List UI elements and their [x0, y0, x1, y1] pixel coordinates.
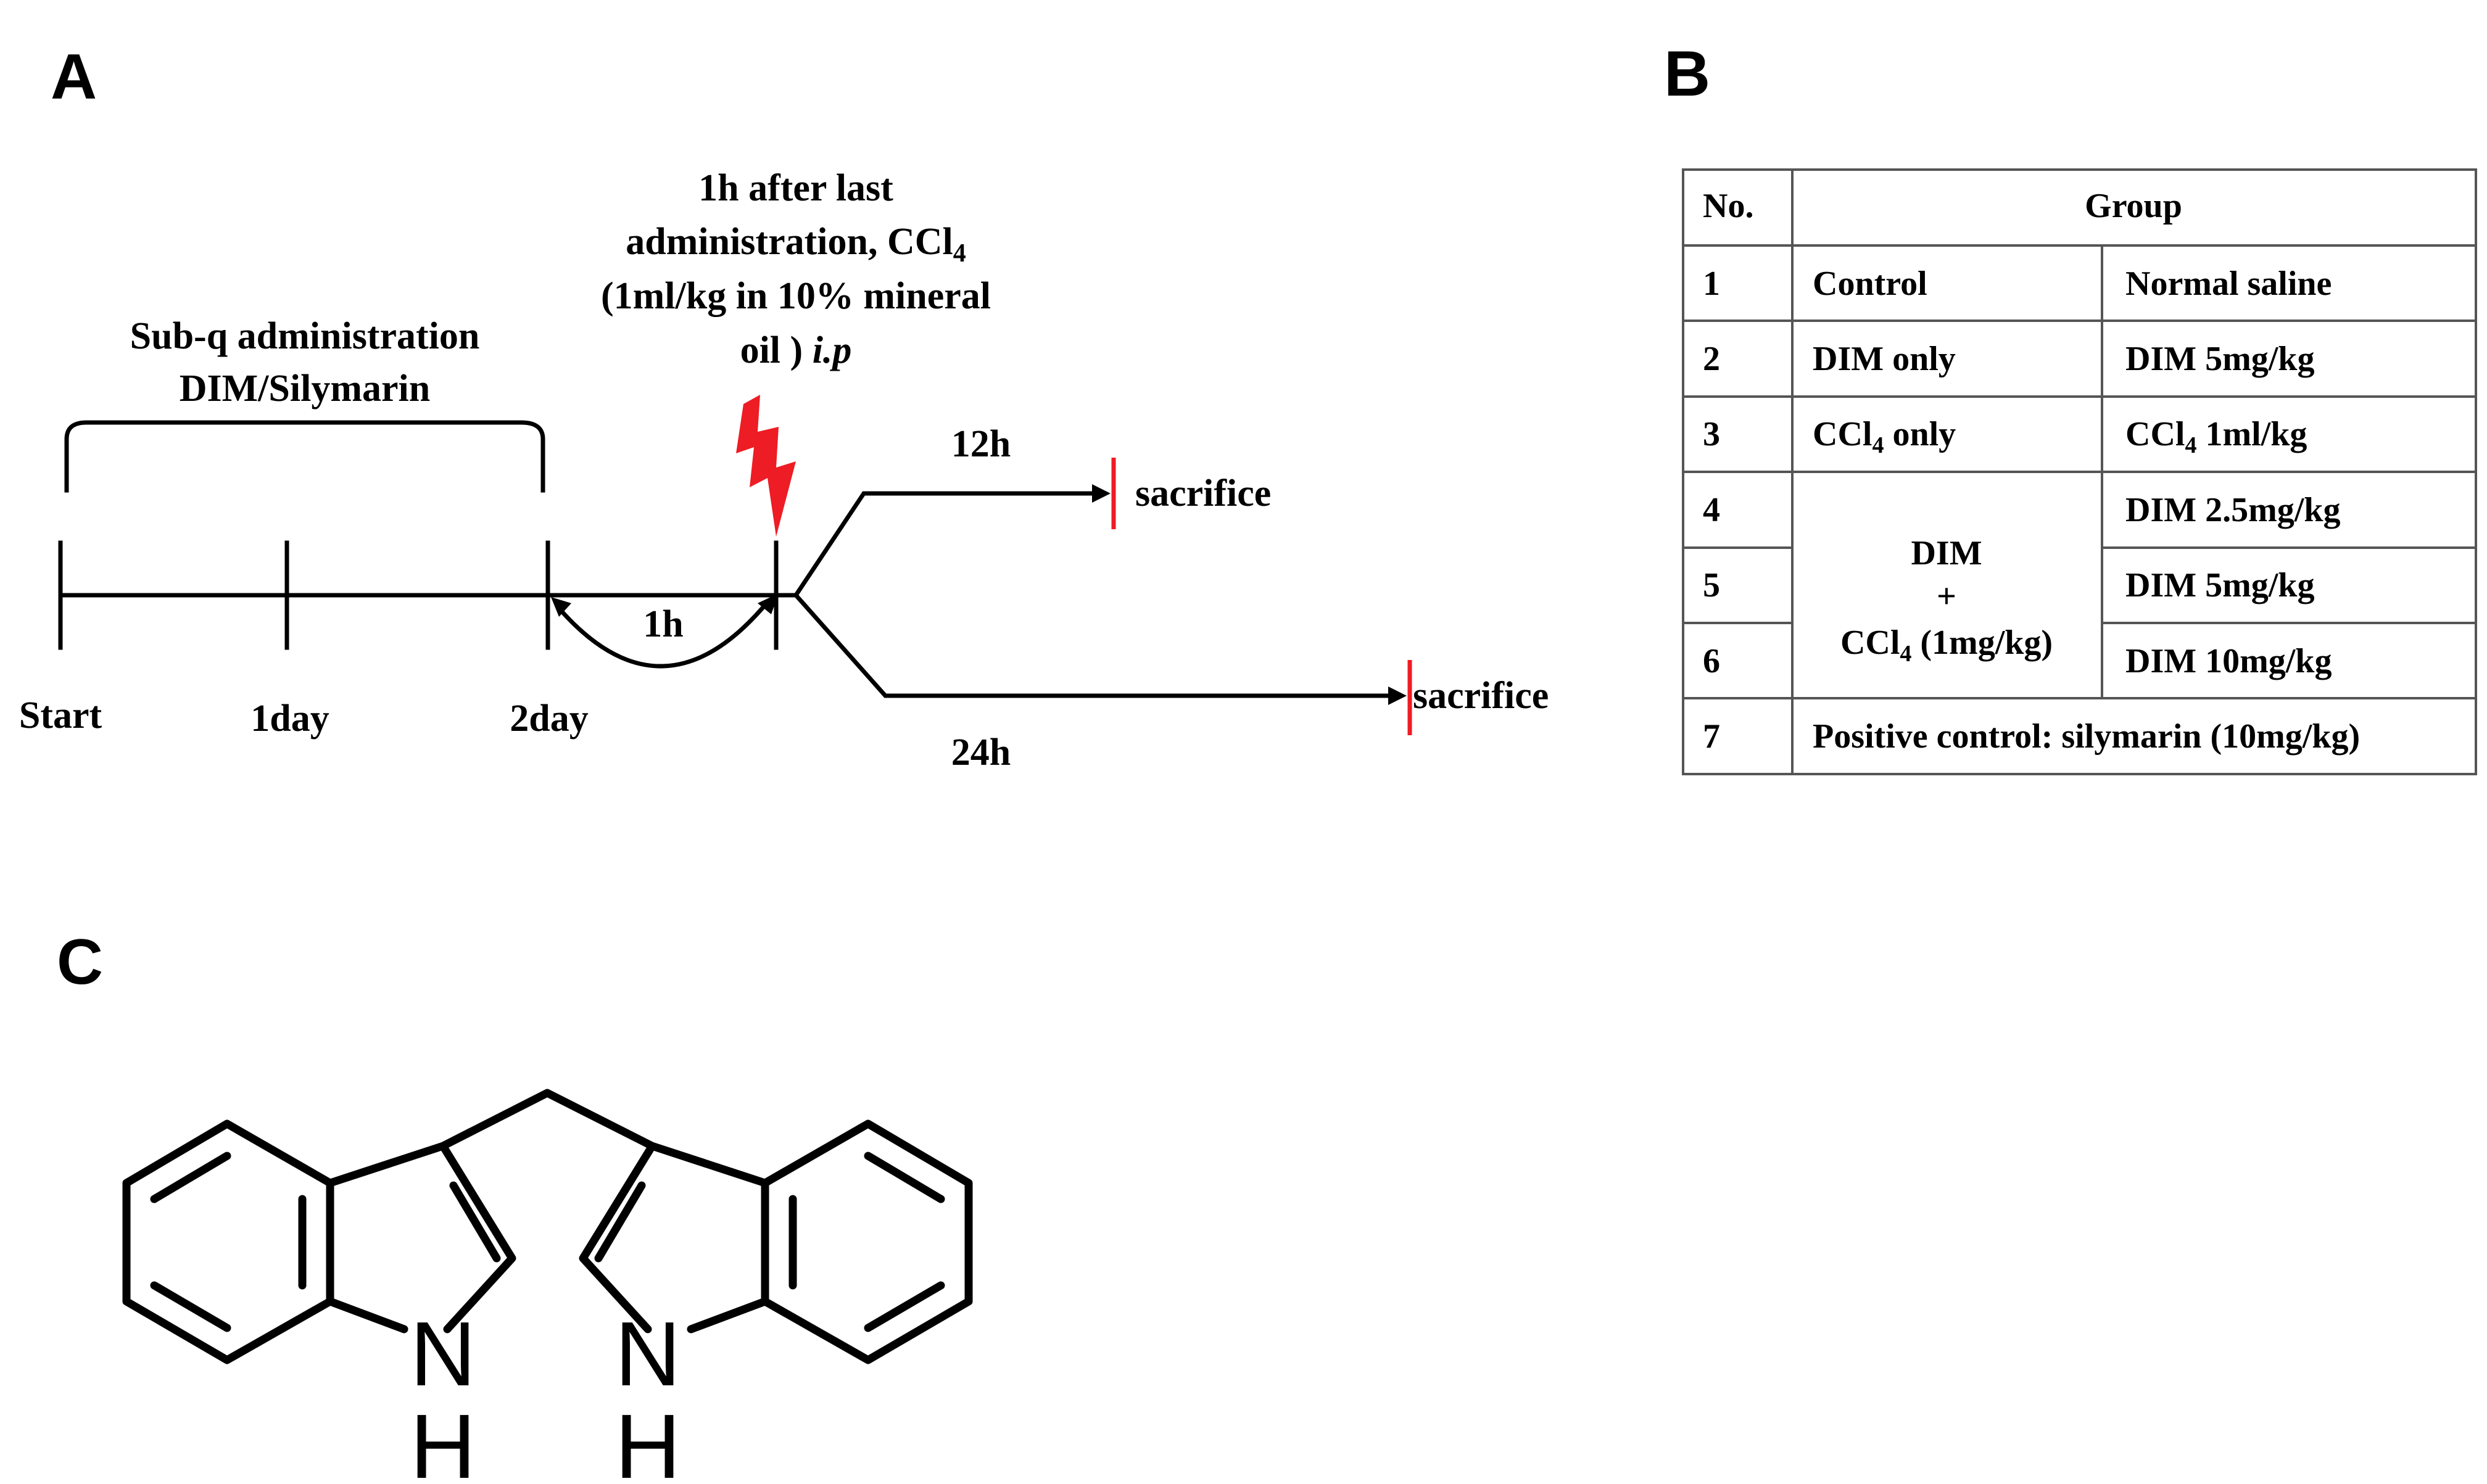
table-cell-group: Positive control: silymarin (10mg/kg) — [1813, 717, 2360, 756]
table-cell-treatment: Normal saline — [2125, 265, 2332, 303]
ccl4-label-line2: administration, CCl4 — [626, 221, 966, 268]
left-benzene-inner-bond — [150, 1281, 231, 1332]
table-merged-group-line1: DIM — [1911, 534, 1982, 572]
table-cell-no: 6 — [1703, 642, 1720, 680]
table-cell-treatment: DIM 5mg/kg — [2125, 566, 2314, 604]
atom-label-n-right: N — [615, 1303, 681, 1405]
table-cell-no: 2 — [1703, 340, 1720, 378]
branch-12h-label: 12h — [951, 423, 1011, 465]
interval-arc — [555, 598, 771, 669]
branch-24h-line — [793, 592, 1400, 698]
branch-24h-arrowhead — [1388, 686, 1407, 705]
atom-label-h-right: H — [615, 1396, 681, 1484]
left-pyrrole-bond — [326, 1297, 408, 1334]
ccl4-label-line1: 1h after last — [698, 167, 893, 209]
left-pyrrole-inner-bond — [449, 1181, 501, 1263]
right-benzene-inner-bond — [864, 1152, 945, 1203]
lightning-icon — [736, 395, 796, 537]
table-cell-no: 5 — [1703, 566, 1720, 604]
right-benzene-inner-bond — [864, 1281, 945, 1332]
sacrifice-label-12h: sacrifice — [1135, 472, 1271, 514]
methylene-bridge — [439, 1089, 656, 1150]
branch-12h-line — [793, 491, 1104, 598]
left-benzene-inner-bond — [150, 1152, 231, 1203]
atom-label-n-left: N — [410, 1303, 476, 1405]
table-cell-treatment: DIM 2.5mg/kg — [2125, 491, 2340, 529]
interval-arrowhead-left — [551, 597, 571, 617]
tick-label-1day: 1day — [250, 698, 329, 740]
table-header-group: Group — [2085, 187, 2182, 225]
table-cell-group: CCl4 only — [1813, 415, 1956, 458]
interval-label: 1h — [643, 603, 683, 645]
admin-brace — [64, 420, 545, 493]
table-header-no: No. — [1703, 187, 1753, 225]
ccl4-label-line4: oil ) i.p — [740, 329, 852, 371]
branch-24h-label: 24h — [951, 732, 1011, 773]
tick-label-2day: 2day — [510, 698, 588, 740]
admin-label-line2: DIM/Silymarin — [180, 368, 430, 410]
group-table: No. Group 1 Control Normal saline 2 DIM … — [1682, 168, 2477, 775]
table-merged-group-line2: + — [1937, 577, 1956, 616]
panel-label-b: B — [1664, 38, 1710, 110]
tick-label-start: Start — [19, 695, 102, 736]
atom-label-h-left: H — [410, 1396, 476, 1484]
table-cell-no: 4 — [1703, 491, 1720, 529]
panel-label-c: C — [57, 926, 103, 998]
table-cell-no: 1 — [1703, 265, 1720, 303]
admin-label-line1: Sub-q administration — [130, 315, 480, 357]
table-cell-treatment: DIM 10mg/kg — [2125, 642, 2332, 680]
right-pyrrole-bond — [687, 1297, 769, 1334]
interval-arrowhead-right — [758, 593, 779, 614]
table-cell-no: 7 — [1703, 717, 1720, 756]
table-cell-group: Control — [1813, 265, 1927, 303]
dim-molecule-structure: N H N H — [122, 1089, 973, 1484]
right-pyrrole-inner-bond — [594, 1181, 646, 1263]
ccl4-label-line3: (1ml/kg in 10% mineral — [601, 275, 991, 317]
panel-label-a: A — [51, 41, 97, 113]
branch-12h-arrowhead — [1092, 484, 1111, 503]
left-pyrrole-ring — [326, 1142, 516, 1334]
table-cell-no: 3 — [1703, 415, 1720, 453]
sacrifice-label-24h: sacrifice — [1413, 675, 1549, 717]
table-cell-treatment: CCl4 1ml/kg — [2125, 415, 2307, 458]
right-pyrrole-ring — [579, 1142, 769, 1334]
table-merged-group-line3: CCl4 (1mg/kg) — [1840, 624, 2053, 667]
right-benzene-ring — [761, 1119, 973, 1364]
table-cell-treatment: DIM 5mg/kg — [2125, 340, 2314, 378]
table-cell-group: DIM only — [1813, 340, 1956, 378]
